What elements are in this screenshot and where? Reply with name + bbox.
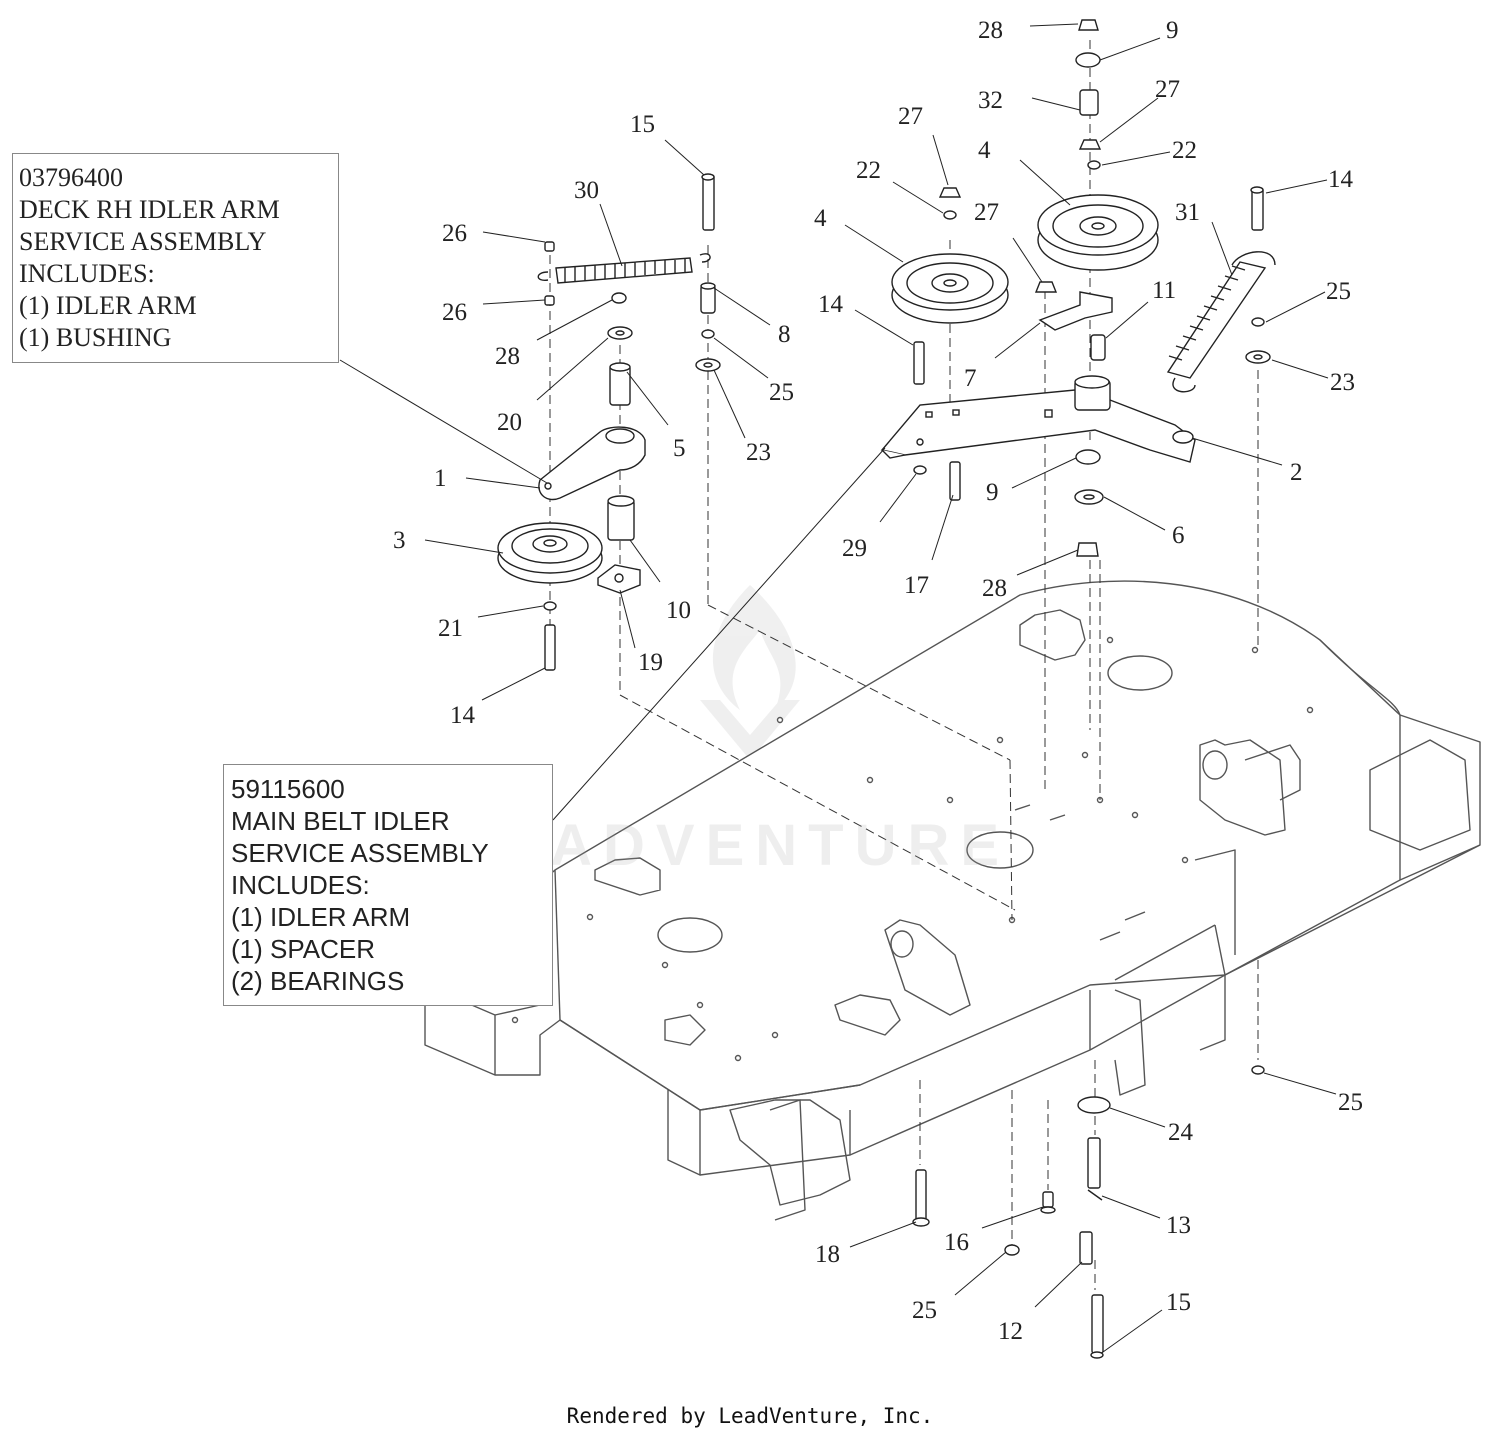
note-line: MAIN BELT IDLER xyxy=(231,806,450,836)
callout: 5 xyxy=(673,435,686,462)
callout: 22 xyxy=(1172,137,1197,164)
callout: 22 xyxy=(856,157,881,184)
parts-bottom-group xyxy=(912,1065,1265,1359)
rh-idler-assembly-note: 03796400 DECK RH IDLER ARM SERVICE ASSEM… xyxy=(12,153,339,363)
note-line: (1) BUSHING xyxy=(19,323,172,352)
callout: 25 xyxy=(912,1297,937,1324)
callout: 19 xyxy=(638,649,663,676)
callout: 23 xyxy=(1330,369,1355,396)
callout: 29 xyxy=(842,535,867,562)
render-credit: Rendered by LeadVenture, Inc. xyxy=(566,1404,934,1428)
callout: 15 xyxy=(630,111,655,138)
note-line: (2) BEARINGS xyxy=(231,966,405,996)
callout: 30 xyxy=(574,177,599,204)
note-line: INCLUDES: xyxy=(231,870,370,900)
callout: 1 xyxy=(434,465,447,492)
note-line: (1) IDLER ARM xyxy=(19,291,197,320)
parts-right-group xyxy=(1166,186,1276,393)
watermark-logo-icon xyxy=(700,585,800,760)
callout: 18 xyxy=(815,1241,840,1268)
callout: 2 xyxy=(1290,459,1303,486)
callout: 13 xyxy=(1166,1212,1191,1239)
callout: 31 xyxy=(1175,199,1200,226)
callout: 27 xyxy=(1155,76,1180,103)
callout: 15 xyxy=(1166,1289,1191,1316)
callout: 20 xyxy=(497,409,522,436)
parts-center-group xyxy=(880,19,1196,557)
callout: 24 xyxy=(1168,1119,1194,1146)
spring-30 xyxy=(537,253,711,284)
note-line: DECK RH IDLER ARM xyxy=(19,195,280,224)
note-line: 59115600 xyxy=(231,774,345,804)
callout: 32 xyxy=(978,87,1003,114)
callout: 25 xyxy=(1326,278,1351,305)
callout: 4 xyxy=(978,137,991,164)
callout: 8 xyxy=(778,321,791,348)
callout: 14 xyxy=(818,291,844,318)
callout: 14 xyxy=(450,702,476,729)
callout: 3 xyxy=(393,527,406,554)
spring-31 xyxy=(1166,251,1276,393)
callout: 25 xyxy=(769,379,794,406)
callout: 7 xyxy=(964,365,977,392)
callout: 25 xyxy=(1338,1089,1363,1116)
callout: 6 xyxy=(1172,522,1185,549)
parts-left-group xyxy=(497,173,721,671)
callout: 11 xyxy=(1152,277,1176,304)
callout: 26 xyxy=(442,220,467,247)
note-line: SERVICE ASSEMBLY xyxy=(231,838,489,868)
note-line: (1) SPACER xyxy=(231,934,375,964)
note-line: INCLUDES: xyxy=(19,259,155,288)
callout: 23 xyxy=(746,439,771,466)
callout: 10 xyxy=(666,597,691,624)
mower-deck xyxy=(424,580,1481,1221)
note-line: (1) IDLER ARM xyxy=(231,902,411,932)
callout: 28 xyxy=(495,343,520,370)
callout: 28 xyxy=(982,575,1007,602)
callout: 27 xyxy=(898,103,923,130)
callout: 26 xyxy=(442,299,467,326)
callout: 14 xyxy=(1328,166,1354,193)
callout-numbers: 28 9 32 27 22 4 14 31 15 30 26 26 28 20 … xyxy=(393,17,1363,1345)
main-belt-idler-assembly-note: 59115600 MAIN BELT IDLER SERVICE ASSEMBL… xyxy=(223,764,553,1006)
callout: 9 xyxy=(1166,17,1179,44)
note-line: SERVICE ASSEMBLY xyxy=(19,227,267,256)
callout: 28 xyxy=(978,17,1003,44)
callout-leader-lines xyxy=(339,23,1337,1353)
callout: 27 xyxy=(974,199,999,226)
callout: 16 xyxy=(944,1229,969,1256)
callout: 17 xyxy=(904,572,929,599)
note-line: 03796400 xyxy=(19,163,123,192)
callout: 12 xyxy=(998,1318,1023,1345)
callout: 21 xyxy=(438,615,463,642)
callout: 9 xyxy=(986,479,999,506)
callout: 4 xyxy=(814,205,827,232)
